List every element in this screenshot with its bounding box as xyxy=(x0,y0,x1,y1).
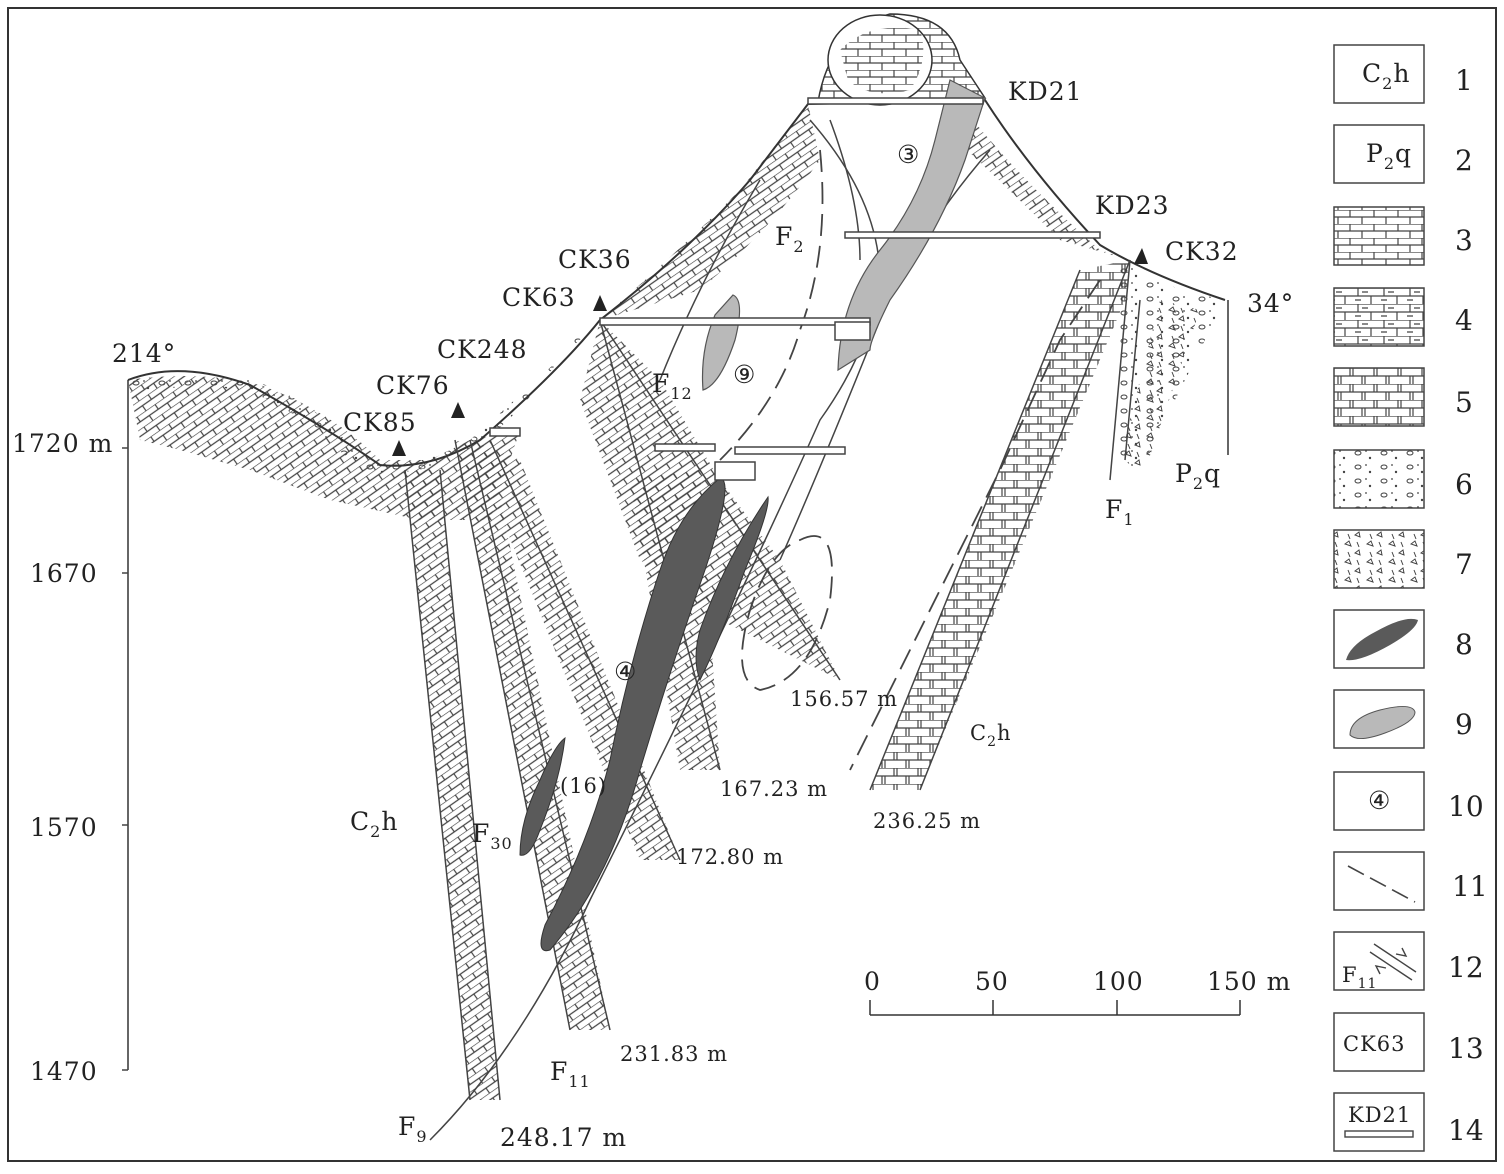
label-ck76: CK76 xyxy=(376,371,450,400)
legend-num-2: 2 xyxy=(1455,144,1473,177)
legend-item-1: C2h xyxy=(1333,44,1425,104)
label-f12: F12 xyxy=(652,369,693,403)
label-ck85: CK85 xyxy=(343,408,417,437)
drillhole-markers xyxy=(392,248,1148,456)
legend-item-13: CK63 xyxy=(1333,1012,1425,1072)
legend-item-8 xyxy=(1333,609,1425,669)
label-f1: F1 xyxy=(1105,495,1135,529)
elev-1570: 1570 xyxy=(30,813,98,842)
scale-bar xyxy=(869,1000,1241,1016)
azimuth-left: 214° xyxy=(112,339,176,368)
depth-248-17: 248.17 m xyxy=(500,1123,627,1152)
adit-ck63-level xyxy=(599,317,871,326)
label-c2h-right: C2h xyxy=(970,721,1012,750)
legend-inferred-fault-icon xyxy=(1347,865,1416,903)
depth-236-25: 236.25 m xyxy=(873,809,981,833)
adit-kd21 xyxy=(807,97,984,105)
elev-1470: 1470 xyxy=(30,1057,98,1086)
label-orebody-3: ③ xyxy=(897,140,920,169)
azimuth-right: 34° xyxy=(1247,289,1294,318)
legend-item-9 xyxy=(1333,689,1425,749)
legend-num-6: 6 xyxy=(1455,468,1473,501)
legend-num-3: 3 xyxy=(1455,224,1473,257)
label-orebody-16: (16) xyxy=(560,774,607,798)
legend-num-5: 5 xyxy=(1455,386,1473,419)
legend-conglomerate xyxy=(1333,449,1425,509)
depth-231-83: 231.83 m xyxy=(620,1042,728,1066)
scale-0: 0 xyxy=(864,967,881,996)
legend-num-9: 9 xyxy=(1455,708,1473,741)
legend-ore-dark-icon xyxy=(1346,618,1418,661)
ck85-arrow-icon xyxy=(392,440,406,456)
legend-item-11 xyxy=(1333,851,1425,911)
orebodies xyxy=(519,79,986,952)
elev-1720: 1720 m xyxy=(12,429,113,458)
elevation-axis xyxy=(122,447,128,1071)
label-f30: F30 xyxy=(472,819,513,853)
legend-num-1: 1 xyxy=(1455,64,1473,97)
legend-kd21: KD21 xyxy=(1348,1103,1411,1127)
legend-num-14: 14 xyxy=(1448,1114,1484,1147)
legend-ck63: CK63 xyxy=(1343,1032,1405,1056)
label-orebody-4: ④ xyxy=(614,657,637,686)
label-kd23: KD23 xyxy=(1095,191,1170,220)
ck63-arrow-icon xyxy=(593,295,607,311)
label-ck63: CK63 xyxy=(502,283,576,312)
inferred-faults xyxy=(719,149,1101,771)
ck32-arrow-icon xyxy=(1134,248,1148,264)
legend-num-8: 8 xyxy=(1455,628,1473,661)
legend-num-12: 12 xyxy=(1448,951,1484,984)
legend-num-4: 4 xyxy=(1455,304,1473,337)
label-f9: F9 xyxy=(398,1112,428,1146)
legend-limestone xyxy=(1333,206,1425,266)
label-kd21: KD21 xyxy=(1008,77,1083,106)
depth-172-80: 172.80 m xyxy=(676,845,784,869)
label-f2: F2 xyxy=(775,222,805,256)
legend-item-14: KD21 xyxy=(1333,1092,1425,1152)
label-f11: F11 xyxy=(550,1057,591,1091)
scale-100: 100 xyxy=(1093,967,1144,996)
legend-adit-icon xyxy=(1344,1130,1414,1138)
depth-156-57: 156.57 m xyxy=(790,687,898,711)
label-p2q: P2q xyxy=(1175,459,1221,493)
scale-150: 150 m xyxy=(1207,967,1291,996)
legend-item-10: ④ xyxy=(1333,771,1425,831)
scale-50: 50 xyxy=(975,967,1009,996)
legend-orebody-number: ④ xyxy=(1368,786,1391,815)
legend-breccia xyxy=(1333,529,1425,589)
adit-kd23 xyxy=(844,231,1101,239)
legend-marly-limestone xyxy=(1333,287,1425,347)
legend-ore-light-icon xyxy=(1349,706,1416,739)
legend-item-2: P2q xyxy=(1333,124,1425,184)
depth-167-23: 167.23 m xyxy=(720,777,828,801)
legend: C2h P2q ④ F11 xyxy=(1333,44,1488,1152)
label-ck36: CK36 xyxy=(558,245,632,274)
label-c2h-left: C2h xyxy=(350,807,398,841)
label-ck248: CK248 xyxy=(437,335,528,364)
frame xyxy=(7,7,1497,1162)
label-ck32: CK32 xyxy=(1165,237,1239,266)
legend-item-12: F11 xyxy=(1333,931,1425,992)
adits xyxy=(489,97,1101,481)
ground-surface xyxy=(127,98,1226,467)
elev-1670: 1670 xyxy=(30,559,98,588)
legend-num-7: 7 xyxy=(1455,548,1473,581)
legend-dolomite xyxy=(1333,367,1425,427)
legend-num-13: 13 xyxy=(1448,1032,1484,1065)
ck76-arrow-icon xyxy=(451,402,465,418)
legend-fault-icon xyxy=(1369,943,1417,981)
label-orebody-9: ⑨ xyxy=(733,360,756,389)
legend-num-11: 11 xyxy=(1452,870,1488,903)
legend-num-10: 10 xyxy=(1448,790,1484,823)
